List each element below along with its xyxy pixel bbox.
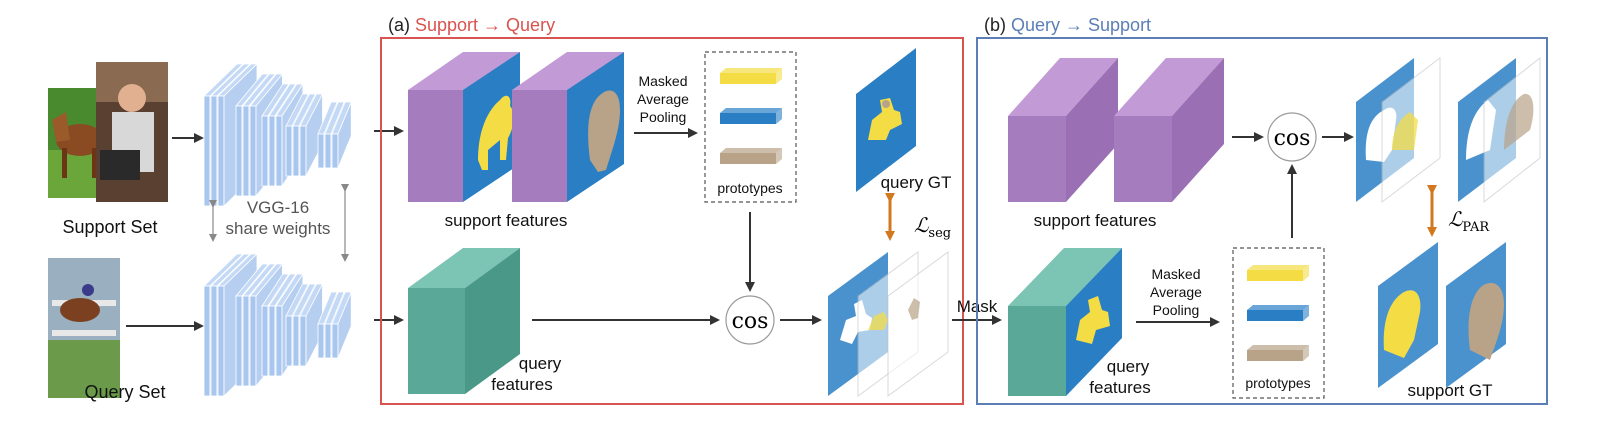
par-loss-label: ℒPAR	[1448, 207, 1490, 235]
support-feature-cube-1	[408, 52, 520, 202]
panel-b-support-feature-cube-2	[1114, 58, 1224, 202]
query-set-label: Query Set	[84, 382, 165, 402]
panel-b-support-features-label: support features	[1034, 211, 1157, 230]
vgg-layer	[331, 101, 352, 169]
support-gt-masks	[1378, 242, 1506, 388]
panel-a-prediction-maps	[828, 251, 949, 397]
prototype-tan	[1247, 345, 1309, 361]
vgg-backbone-query	[203, 253, 352, 397]
panel-b-cos-label: cos	[1274, 126, 1311, 151]
panel-b-prototype-bars	[1247, 265, 1309, 361]
vgg-backbone-support	[203, 63, 352, 207]
panel-a-prototypes-label: prototypes	[717, 180, 782, 196]
panel-a-cos-label: cos	[732, 309, 769, 334]
prototype-blue	[720, 108, 782, 124]
panel-b-query-label-1: query	[1107, 357, 1150, 376]
support-feature-cube-2	[512, 52, 624, 202]
panel-b-query-label-2: features	[1089, 378, 1150, 397]
support-set-images: Support Set	[48, 62, 168, 237]
panel-a-query-label-1: query	[519, 354, 562, 373]
panel-b-prediction-maps	[1356, 56, 1541, 204]
panel-b-frame	[976, 37, 1548, 405]
vgg-label: VGG-16	[247, 198, 309, 217]
panel-a-query-feature-cube	[408, 248, 520, 394]
query-set-image: Query Set	[48, 258, 166, 402]
seg-loss-label: ℒseg	[914, 213, 951, 241]
vgg-layer	[331, 291, 352, 359]
prototype-blue	[1247, 305, 1309, 321]
panel-b-prototypes-label: prototypes	[1245, 375, 1310, 391]
panel-a-prototype-bars	[720, 68, 782, 164]
query-gt-label: query GT	[881, 173, 952, 192]
prototype-tan	[720, 148, 782, 164]
prototype-yellow	[720, 68, 782, 84]
vgg-layer	[299, 283, 324, 367]
panel-b-support-feature-cube-1	[1008, 58, 1118, 202]
vgg-layer	[299, 93, 324, 177]
panel-b-cos-node	[1267, 112, 1317, 162]
panel-a-frame	[380, 37, 964, 405]
panel-a-query-label-2: features	[491, 375, 552, 394]
panel-b-prototypes-box	[1232, 247, 1325, 399]
query-gt-mask	[856, 48, 916, 192]
panel-b-query-feature-cube	[1008, 248, 1122, 396]
panel-a-title: (a) Support → Query	[388, 15, 555, 35]
prototype-yellow	[1247, 265, 1309, 281]
panel-a-support-features-label: support features	[445, 211, 568, 230]
panel-a-prototypes-box	[704, 51, 797, 203]
panel-b-title: (b) Query → Support	[984, 15, 1151, 35]
panel-a-cos-node	[725, 295, 775, 345]
support-set-label: Support Set	[62, 217, 157, 237]
support-gt-label: support GT	[1407, 381, 1492, 400]
share-weights-label: share weights	[226, 219, 331, 238]
support-image-person	[96, 62, 168, 202]
